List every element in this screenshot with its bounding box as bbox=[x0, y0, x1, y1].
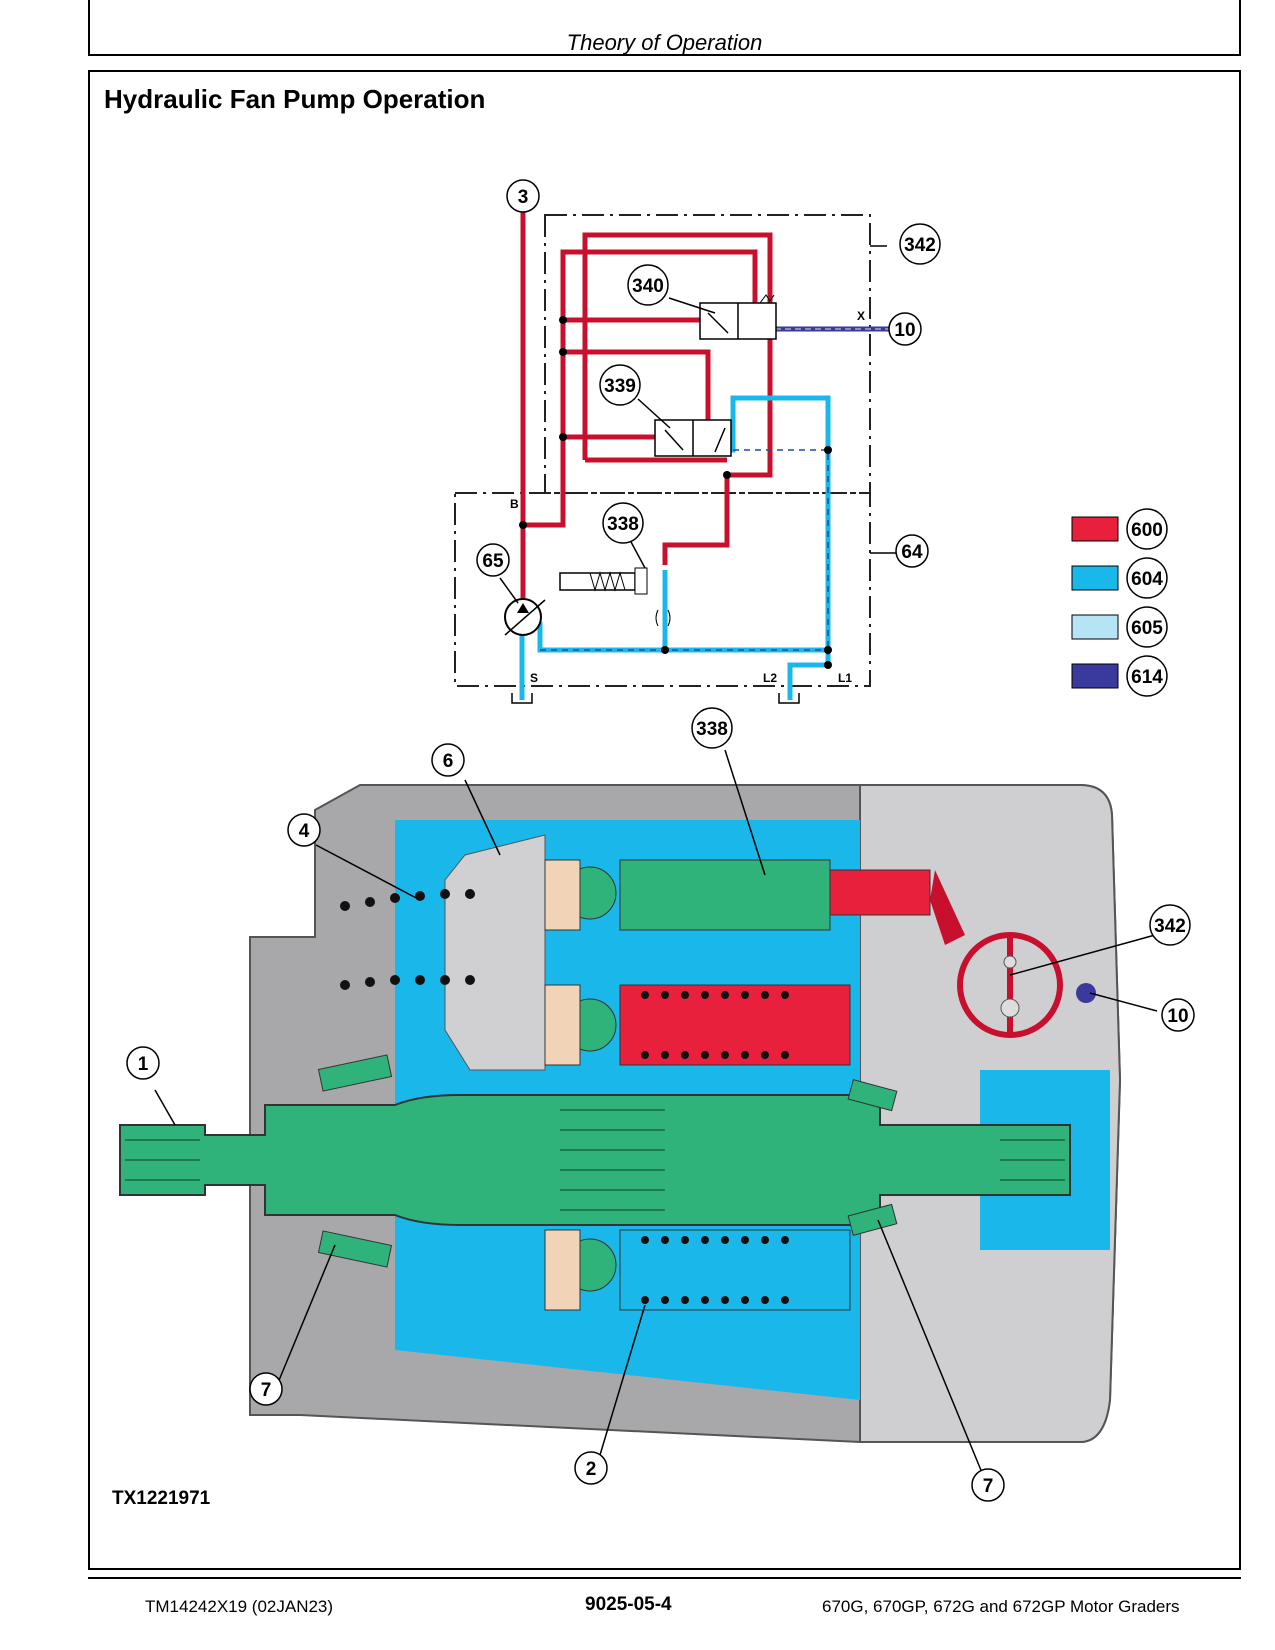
svg-text:7: 7 bbox=[261, 1380, 272, 1401]
port-x-label: X bbox=[857, 309, 865, 323]
leader-lines bbox=[154, 245, 1158, 1481]
svg-text:600: 600 bbox=[1131, 520, 1163, 541]
svg-text:7: 7 bbox=[983, 1476, 994, 1497]
valve-340-symbol bbox=[699, 294, 777, 340]
port-l2-label: L2 bbox=[763, 671, 777, 685]
callout-338-schematic: 338 bbox=[602, 502, 644, 544]
footer-page-number: 9025-05-4 bbox=[585, 1594, 672, 1615]
svg-text:1: 1 bbox=[138, 1054, 149, 1075]
content-frame bbox=[88, 70, 1241, 1570]
callout-340: 340 bbox=[627, 264, 669, 306]
callout-4: 4 bbox=[287, 813, 321, 847]
callout-64: 64 bbox=[895, 534, 929, 568]
pressure-lines bbox=[520, 205, 773, 612]
callout-338-cutaway: 338 bbox=[691, 707, 733, 749]
svg-text:2: 2 bbox=[586, 1459, 597, 1480]
svg-text:65: 65 bbox=[482, 551, 504, 572]
footer-rule bbox=[88, 1577, 1241, 1579]
figure-id: TX1221971 bbox=[112, 1488, 211, 1509]
svg-text:10: 10 bbox=[894, 320, 915, 341]
svg-text:340: 340 bbox=[632, 276, 664, 297]
legend-item-604: 604 bbox=[1071, 557, 1168, 599]
svg-text:605: 605 bbox=[1131, 618, 1163, 639]
port-b-label: B bbox=[510, 497, 519, 511]
pump-65-symbol bbox=[504, 567, 671, 636]
svg-text:3: 3 bbox=[518, 187, 529, 208]
port-s-label: S bbox=[530, 671, 538, 685]
pump-cutaway bbox=[119, 784, 1122, 1443]
callout-6: 6 bbox=[431, 743, 465, 777]
callout-1: 1 bbox=[126, 1046, 160, 1080]
svg-text:6: 6 bbox=[443, 751, 454, 772]
svg-text:342: 342 bbox=[1154, 916, 1186, 937]
callout-339: 339 bbox=[599, 364, 641, 406]
callout-65: 65 bbox=[476, 543, 510, 577]
callout-2: 2 bbox=[574, 1451, 608, 1485]
svg-text:604: 604 bbox=[1131, 569, 1163, 590]
callout-10-cutaway: 10 bbox=[1161, 998, 1195, 1032]
callout-342-schematic: 342 bbox=[899, 223, 941, 265]
svg-text:338: 338 bbox=[696, 719, 728, 740]
valve-block-boundary bbox=[544, 214, 871, 494]
footer-models: 670G, 670GP, 672G and 672GP Motor Grader… bbox=[822, 1597, 1180, 1616]
port-l1-label: L1 bbox=[838, 671, 852, 685]
pump-boundary bbox=[454, 492, 871, 687]
svg-text:339: 339 bbox=[604, 376, 636, 397]
callout-7-right: 7 bbox=[971, 1468, 1005, 1502]
callout-3: 3 bbox=[506, 179, 540, 213]
svg-text:64: 64 bbox=[901, 542, 923, 563]
callout-7-left: 7 bbox=[249, 1372, 283, 1406]
footer-doc-number: TM14242X19 (02JAN23) bbox=[145, 1597, 334, 1616]
callout-10-schematic: 10 bbox=[888, 312, 922, 346]
legend-item-614: 614 bbox=[1071, 655, 1168, 697]
legend-item-605: 605 bbox=[1071, 606, 1168, 648]
svg-text:10: 10 bbox=[1167, 1006, 1188, 1027]
svg-text:342: 342 bbox=[904, 235, 936, 256]
legend-item-600: 600 bbox=[1071, 508, 1168, 550]
callout-342-cutaway: 342 bbox=[1149, 904, 1191, 946]
svg-text:614: 614 bbox=[1131, 667, 1163, 688]
callouts: 3 342 340 10 339 338 65 64 338 6 4 342 1… bbox=[126, 179, 1195, 1502]
header-section-title: Theory of Operation bbox=[566, 30, 763, 55]
color-legend: 600 604 605 614 bbox=[1071, 508, 1168, 697]
hydraulic-schematic: B X S L2 L1 bbox=[454, 205, 890, 704]
svg-text:4: 4 bbox=[299, 821, 310, 842]
section-title: Hydraulic Fan Pump Operation bbox=[104, 84, 486, 114]
page-header-frame: Theory of Operation bbox=[88, 0, 1241, 56]
svg-text:338: 338 bbox=[607, 514, 639, 535]
